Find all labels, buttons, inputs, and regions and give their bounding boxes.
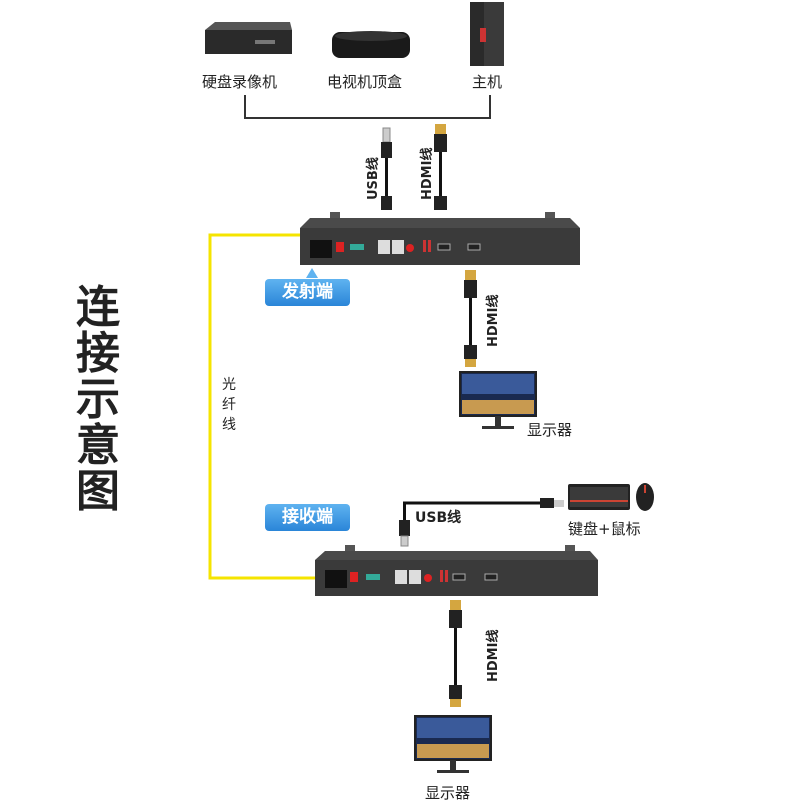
transmitter-badge: 发射端 — [265, 279, 350, 306]
set-top-box-icon — [332, 31, 410, 58]
transmitter-device — [300, 212, 580, 265]
source-label-stb: 电视机顶盒 — [327, 73, 403, 91]
usb-cable-label-top: USB线 — [366, 157, 381, 200]
usb-cable-label-rx: USB线 — [415, 510, 462, 526]
source-bracket — [244, 95, 491, 119]
hdmi-cable-label-top: HDMI线 — [420, 147, 435, 200]
hdmi-cable-tx — [464, 270, 477, 367]
monitor-label-tx: 显示器 — [527, 421, 573, 439]
monitor-label-rx: 显示器 — [425, 784, 471, 802]
usb-cable-rx — [399, 498, 564, 547]
receiver-device — [315, 545, 598, 596]
hdmi-cable-top — [434, 124, 447, 210]
keyboard-mouse-label: 键盘+鼠标 — [568, 520, 641, 538]
mouse-icon — [636, 483, 654, 511]
monitor-icon — [459, 371, 537, 429]
keyboard-icon — [568, 484, 630, 510]
monitor-icon — [414, 715, 492, 773]
hdmi-cable-rx — [449, 600, 462, 707]
source-label-dvr: 硬盘录像机 — [202, 73, 278, 91]
hdmi-cable-label-rx: HDMI线 — [486, 629, 501, 682]
diagram-title: 连接示意图 — [76, 282, 120, 517]
usb-cable-top — [381, 127, 392, 210]
source-label-pc: 主机 — [472, 73, 503, 91]
tx-pointer — [306, 268, 318, 278]
pc-tower-icon — [470, 2, 504, 66]
hdmi-cable-label-tx: HDMI线 — [486, 294, 501, 347]
fiber-label: 光纤线 — [222, 377, 236, 433]
fiber-line — [208, 233, 318, 580]
receiver-badge: 接收端 — [265, 504, 350, 531]
dvr-icon — [205, 22, 292, 54]
